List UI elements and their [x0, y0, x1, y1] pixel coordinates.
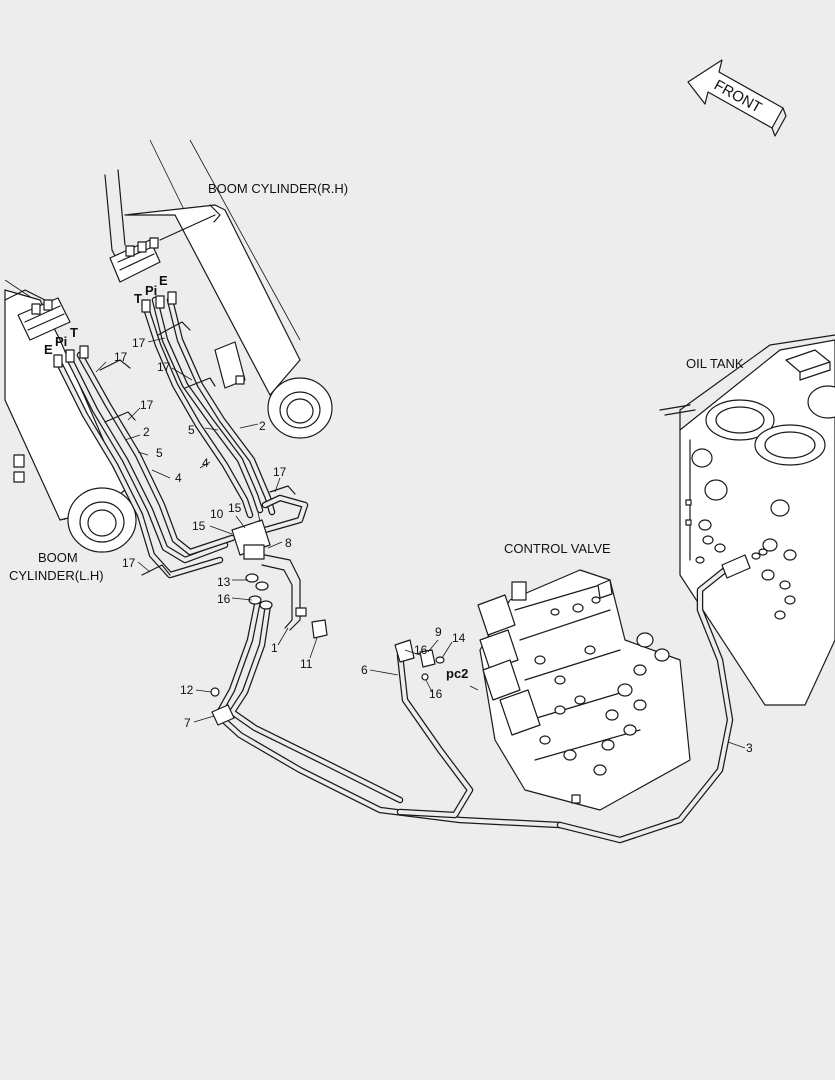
labels: BOOM CYLINDER(R.H) BOOM CYLINDER(L.H) OI…	[9, 181, 753, 755]
callout-17: 17	[140, 398, 154, 412]
port-rh-t: T	[134, 291, 142, 306]
oil-tank	[659, 334, 835, 706]
callout-17: 17	[132, 336, 146, 350]
callout-11: 11	[300, 657, 313, 671]
port-rh-pi: Pi	[145, 283, 157, 298]
oil-tank-title: OIL TANK	[686, 356, 744, 371]
callout-4: 4	[175, 471, 182, 485]
port-lh-pi: Pi	[55, 334, 67, 349]
callout-10: 10	[210, 507, 224, 521]
callout-1: 1	[271, 641, 278, 655]
hoses	[56, 296, 734, 844]
port-lh-t: T	[70, 325, 78, 340]
control-valve-title: CONTROL VALVE	[504, 541, 611, 556]
control-valve	[477, 569, 691, 811]
callout-5: 5	[188, 423, 195, 437]
callout-16: 16	[429, 687, 443, 701]
callout-16: 16	[217, 592, 231, 606]
callout-17: 17	[122, 556, 136, 570]
boom-cylinder-rh	[104, 139, 333, 439]
callout-17: 17	[157, 360, 171, 374]
callout-14: 14	[452, 631, 466, 645]
callout-8: 8	[285, 536, 292, 550]
port-pc2: pc2	[446, 666, 468, 681]
callout-13: 13	[217, 575, 231, 589]
leader-lines	[95, 337, 746, 749]
callout-3: 3	[746, 741, 753, 755]
callout-17: 17	[273, 465, 287, 479]
boom-cylinder-lh-title-line2: CYLINDER(L.H)	[9, 568, 104, 583]
front-arrow: FRONT	[687, 59, 787, 137]
callout-12: 12	[180, 683, 194, 697]
callout-7: 7	[184, 716, 191, 730]
boom-cylinder-rh-title: BOOM CYLINDER(R.H)	[208, 181, 348, 196]
callout-5: 5	[156, 446, 163, 460]
callout-15: 15	[228, 501, 242, 515]
callout-2: 2	[259, 419, 266, 433]
callout-16: 16	[414, 643, 428, 657]
callout-17: 17	[114, 350, 128, 364]
callout-2: 2	[143, 425, 150, 439]
callout-6: 6	[361, 663, 368, 677]
fittings	[53, 291, 768, 726]
callout-15: 15	[192, 519, 206, 533]
boom-cylinder-lh-title-line1: BOOM	[38, 550, 78, 565]
boom-cylinder-lh	[4, 279, 137, 553]
port-rh-e: E	[159, 273, 168, 288]
callout-4: 4	[202, 456, 209, 470]
callout-9: 9	[435, 625, 442, 639]
port-lh-e: E	[44, 342, 53, 357]
